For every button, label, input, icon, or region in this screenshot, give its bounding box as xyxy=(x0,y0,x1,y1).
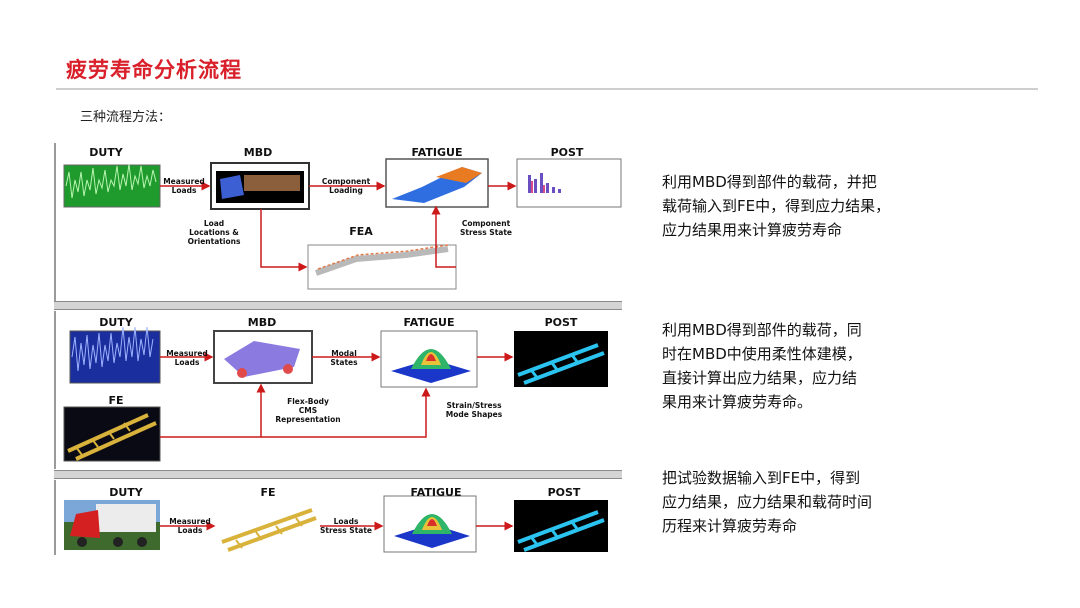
duty-header: DUTY xyxy=(109,486,143,499)
duty-header: DUTY xyxy=(99,316,133,329)
flow-1-description: 利用MBD得到部件的载荷，并把 载荷输入到FE中，得到应力结果， 应力结果用来计… xyxy=(662,173,891,239)
post-header: POST xyxy=(544,316,578,329)
duty-header: DUTY xyxy=(89,146,123,159)
page-title: 疲劳寿命分析流程 xyxy=(66,58,242,82)
fatigue-header: FATIGUE xyxy=(403,316,455,329)
separator-2 xyxy=(54,470,622,479)
fe-header: FE xyxy=(108,394,124,407)
page-subtitle: 三种流程方法： xyxy=(80,110,172,125)
fatigue-header: FATIGUE xyxy=(410,486,462,499)
fe-header: FE xyxy=(260,486,276,499)
post-header: POST xyxy=(547,486,581,499)
flow-3-description: 把试验数据输入到FE中，得到 应力结果，应力结果和载荷时间 历程来计算疲劳寿命 xyxy=(662,469,873,535)
separator-1 xyxy=(54,301,622,310)
mbd-header: MBD xyxy=(243,146,273,159)
mbd-header: MBD xyxy=(247,316,277,329)
flow-1-graphics xyxy=(63,158,622,290)
fea-header: FEA xyxy=(349,225,373,238)
fatigue-header: FATIGUE xyxy=(411,146,463,159)
flow-3-graphics xyxy=(64,495,608,553)
flow-2-graphics xyxy=(63,326,608,462)
post-header: POST xyxy=(550,146,584,159)
title-divider xyxy=(56,88,1038,90)
flow-2-description: 利用MBD得到部件的载荷，同 时在MBD中使用柔性体建模， 直接计算出应力结果，… xyxy=(662,321,862,411)
